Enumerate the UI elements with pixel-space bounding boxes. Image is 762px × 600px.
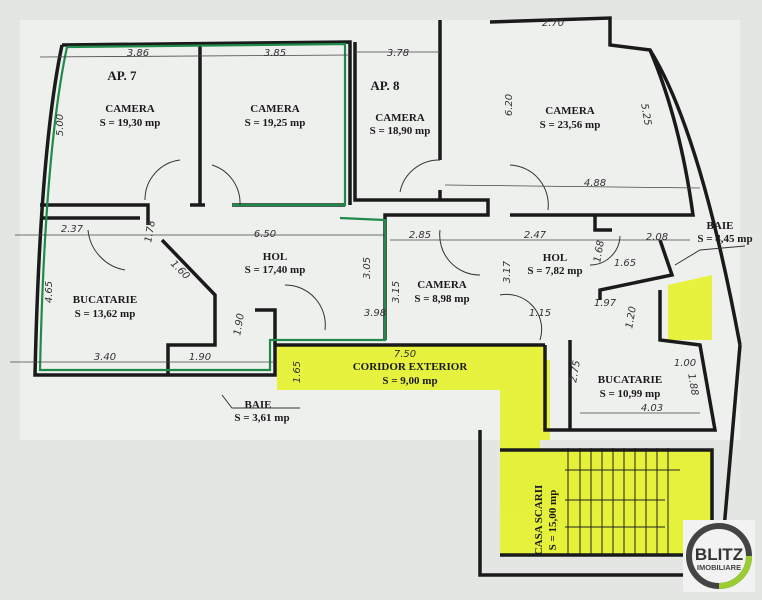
svg-text:S = 19,25 mp: S = 19,25 mp [245, 117, 306, 129]
logo-ring-icon: BLITZ IMOBILIARE [686, 523, 752, 589]
dimension-label: 2.75 [568, 360, 583, 384]
walls [33, 16, 742, 577]
dimension-label: 1.20 [624, 306, 639, 330]
svg-text:CAMERA: CAMERA [250, 103, 300, 115]
dimension-label: 2.70 [542, 18, 564, 29]
dimension-label: 1.68 [592, 240, 607, 264]
dimension-label: 1.88 [685, 373, 700, 397]
leader-line [221, 394, 300, 409]
svg-text:HOL: HOL [543, 252, 567, 264]
dimension-label: 5.00 [55, 114, 66, 136]
apartment-7-outline [38, 42, 387, 372]
blitz-logo: BLITZ IMOBILIARE [683, 520, 755, 592]
dimension-label: 3.98 [364, 308, 386, 319]
room-camera-23-56: CAMERA S = 23,56 mp [540, 105, 601, 131]
doors [87, 159, 621, 341]
svg-text:CAMERA: CAMERA [105, 103, 155, 115]
room-camera-8-98: CAMERA S = 8,98 mp [414, 279, 469, 305]
room-bucatarie-13-62: BUCATARIE S = 13,62 mp [73, 294, 137, 320]
svg-text:S = 19,30 mp: S = 19,30 mp [100, 117, 161, 129]
svg-text:S = 3,61 mp: S = 3,61 mp [234, 412, 289, 424]
apartment-label: AP. 7 [107, 68, 137, 83]
svg-text:HOL: HOL [263, 251, 287, 263]
svg-text:S = 10,99 mp: S = 10,99 mp [600, 388, 661, 400]
svg-text:S = 23,56 mp: S = 23,56 mp [540, 119, 601, 131]
svg-text:BUCATARIE: BUCATARIE [598, 374, 662, 386]
dimension-label: 4.88 [584, 178, 606, 189]
dimension-label: 3.17 [502, 260, 513, 283]
dimension-label: 2.37 [61, 224, 84, 235]
dimension-label: 3.05 [362, 257, 373, 279]
dimension-label: 2.47 [524, 230, 547, 241]
svg-text:CASA SCARII: CASA SCARII [533, 485, 545, 556]
room-camera-19-30: CAMERA S = 19,30 mp [100, 103, 161, 129]
dimension-label: 6.50 [254, 229, 276, 240]
svg-text:S = 18,90 mp: S = 18,90 mp [370, 125, 431, 137]
dimension-label: 7.50 [394, 349, 416, 360]
dimension-label: 5.25 [638, 103, 653, 127]
dimension-label: 6.20 [504, 94, 515, 116]
svg-text:S = 13,62 mp: S = 13,62 mp [75, 308, 136, 320]
svg-text:S = 17,40 mp: S = 17,40 mp [245, 264, 306, 276]
svg-text:CORIDOR EXTERIOR: CORIDOR EXTERIOR [353, 361, 469, 373]
svg-text:CAMERA: CAMERA [417, 279, 467, 291]
room-camera-19-25: CAMERA S = 19,25 mp [245, 103, 306, 129]
svg-text:BUCATARIE: BUCATARIE [73, 294, 137, 306]
svg-text:S = 7,82 mp: S = 7,82 mp [527, 265, 582, 277]
dimension-label: 1.00 [674, 358, 696, 369]
svg-text:BAIE: BAIE [245, 399, 272, 411]
svg-text:BAIE: BAIE [707, 220, 734, 232]
dimension-label: 2.08 [646, 232, 668, 243]
svg-text:IMOBILIARE: IMOBILIARE [697, 563, 741, 572]
svg-text:S = 4,45 mp: S = 4,45 mp [697, 233, 752, 245]
staircase [565, 448, 680, 555]
svg-text:S = 8,98 mp: S = 8,98 mp [414, 293, 469, 305]
dimension-label: 4.65 [44, 281, 55, 303]
dimension-label: 2.85 [409, 230, 431, 241]
dimension-label: 1.90 [232, 313, 247, 337]
room-bucatarie-10-99: BUCATARIE S = 10,99 mp [598, 374, 662, 400]
dimension-label: 1.65 [614, 258, 636, 269]
dimension-label: 3.15 [391, 281, 402, 303]
dimension-label: 1.90 [189, 352, 211, 363]
dimension-label: 3.78 [387, 48, 409, 59]
room-coridor-exterior: CORIDOR EXTERIOR S = 9,00 mp [353, 361, 469, 387]
dimension-label: 1.65 [292, 361, 303, 383]
dimension-label: 3.40 [94, 352, 116, 363]
svg-text:CAMERA: CAMERA [375, 112, 425, 124]
dimension-label: 3.86 [127, 48, 149, 59]
apartment-label: AP. 8 [370, 78, 400, 93]
dimension-label: 3.85 [264, 48, 286, 59]
room-labels: CAMERA S = 19,30 mp CAMERA S = 19,25 mp CA… [73, 103, 753, 555]
leader-line [674, 245, 746, 266]
dimension-label: 1.97 [594, 298, 617, 309]
svg-text:S = 15,00 mp: S = 15,00 mp [547, 490, 559, 551]
svg-text:S = 9,00 mp: S = 9,00 mp [382, 375, 437, 387]
svg-text:CAMERA: CAMERA [545, 105, 595, 117]
dimension-label: 4.03 [641, 403, 663, 414]
common-area-highlight [277, 275, 712, 555]
dimension-label: 1.15 [529, 308, 551, 319]
dimension-lines [10, 51, 701, 414]
dimension-label: 1.78 [143, 220, 158, 244]
svg-text:BLITZ: BLITZ [695, 545, 743, 564]
